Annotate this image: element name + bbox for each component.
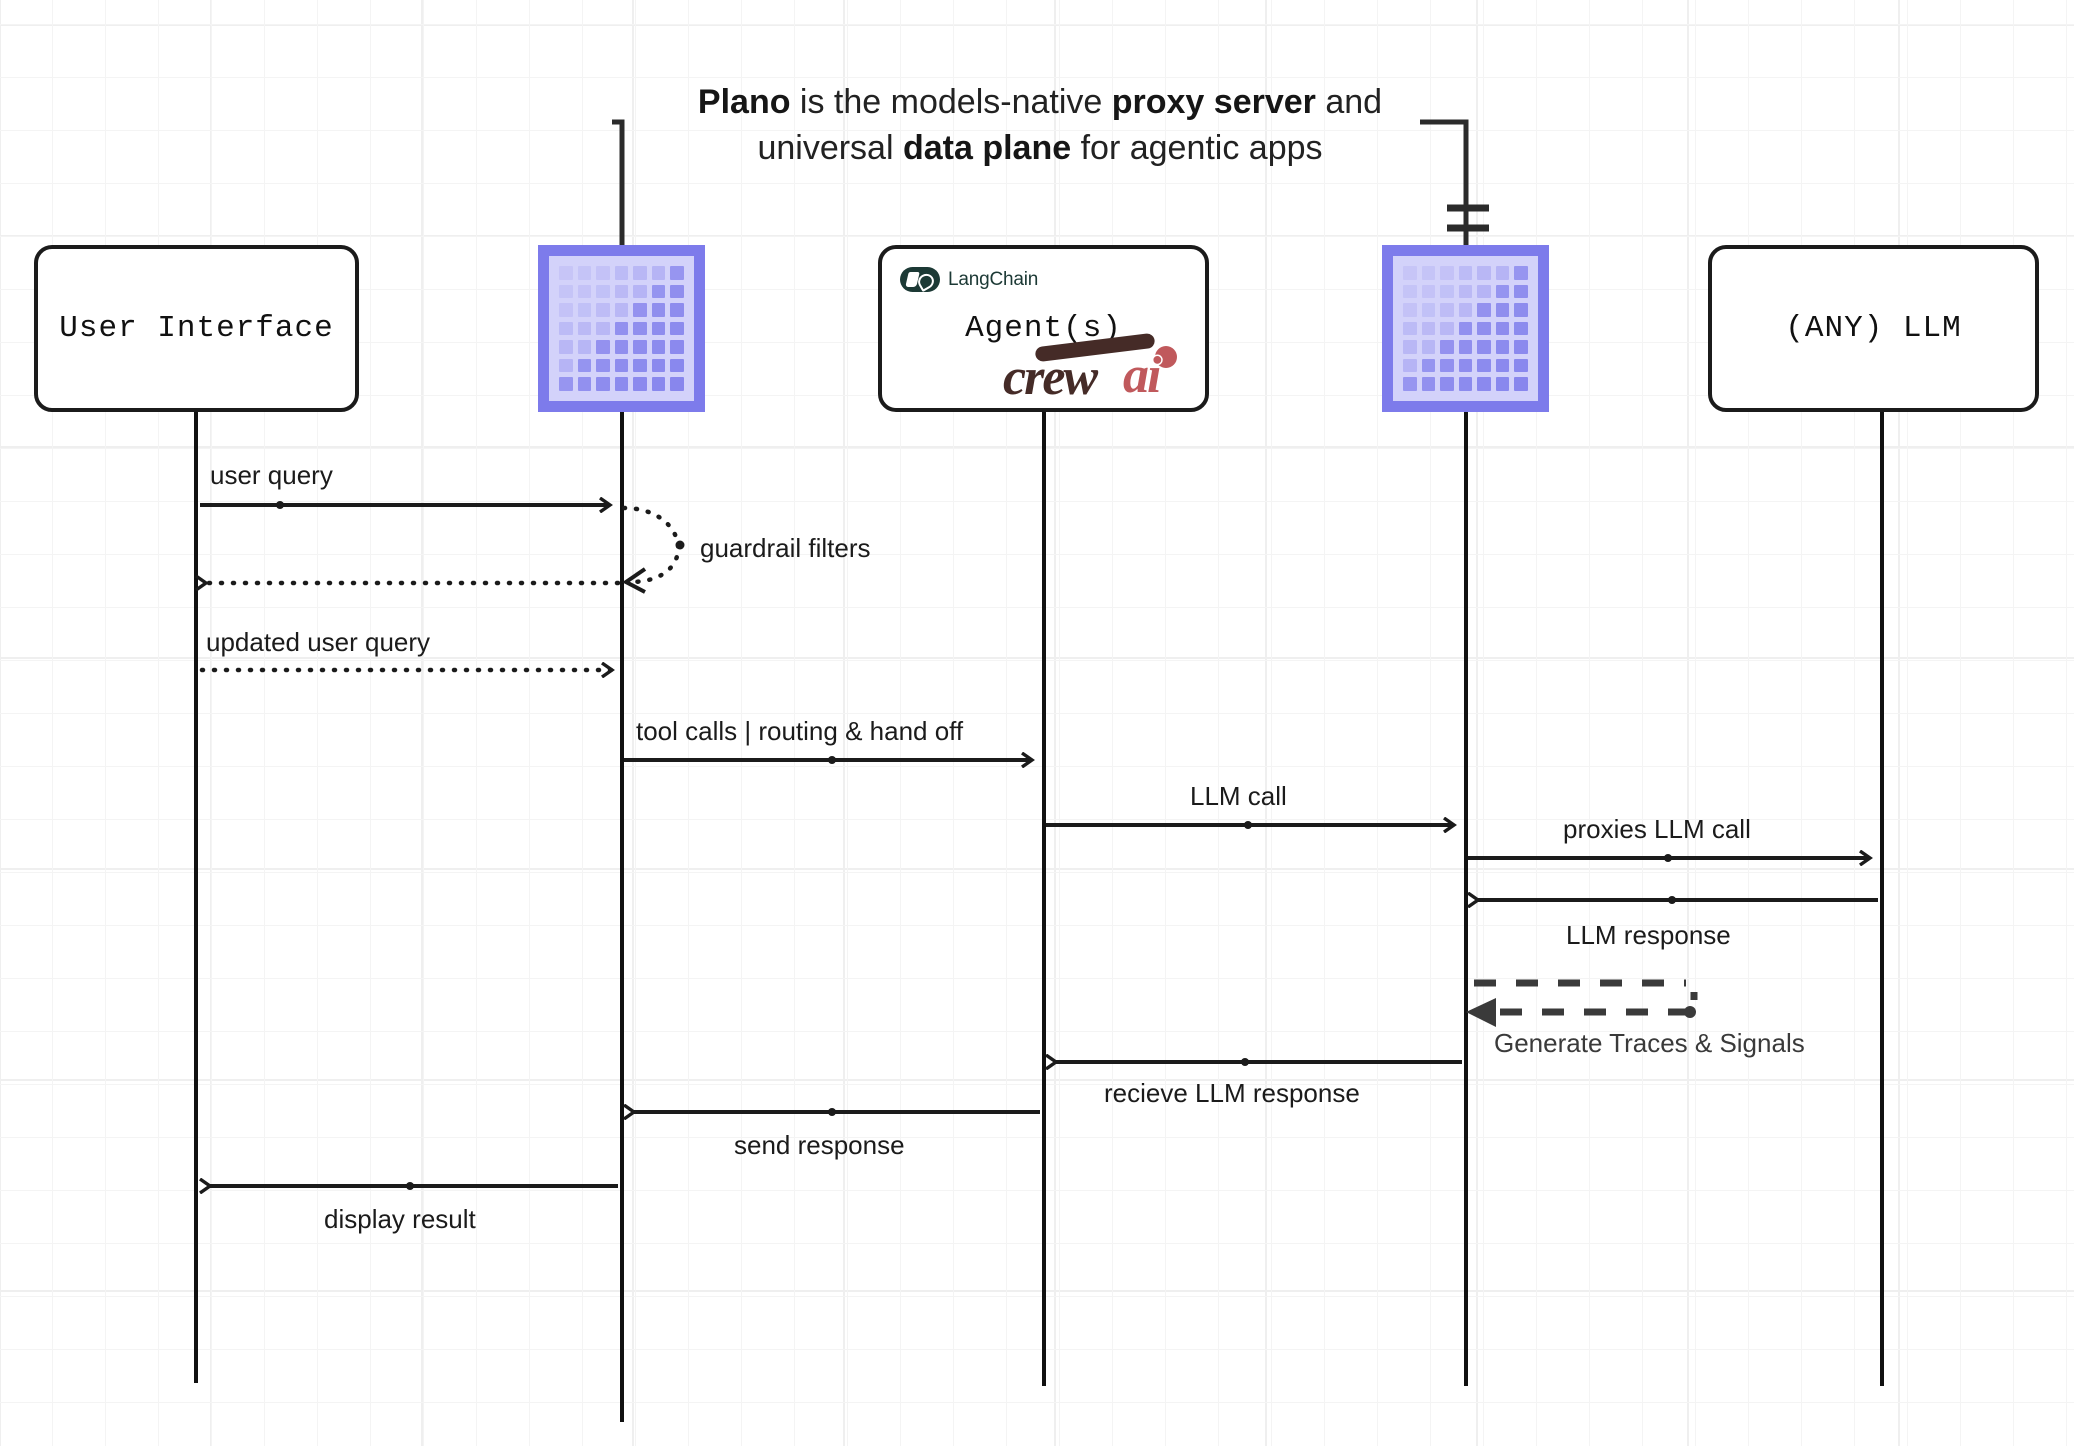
title-line-2-pre: universal <box>757 128 903 167</box>
langchain-parrot-icon <box>900 267 940 292</box>
message-arrow-guardrail-filters <box>621 505 681 585</box>
langchain-logo: LangChain <box>900 267 1038 292</box>
participant-agents[interactable]: Agent(s) LangChain crew ai <box>878 245 1209 412</box>
message-arrow-user-query <box>200 501 610 509</box>
message-label-user-query: user query <box>210 460 333 490</box>
message-arrow-send-response <box>634 1108 1040 1116</box>
message-label-generate-traces: Generate Traces & Signals <box>1494 1028 1805 1058</box>
message-label-updated-user-query: updated user query <box>206 627 431 657</box>
message-arrow-proxies-llm-call <box>1468 854 1870 862</box>
message-arrow-generate-traces <box>1474 979 1698 1016</box>
participant-label-llm: (ANY) LLM <box>1785 311 1962 346</box>
title-words-proxy-server: proxy server <box>1111 83 1316 121</box>
title-words-data-plane: data plane <box>902 128 1072 167</box>
guardrail-loop-dot <box>675 540 685 550</box>
title-line-2-post: for agentic apps <box>1071 128 1323 167</box>
message-label-llm-response: LLM response <box>1566 920 1731 950</box>
title-line-1: Plano is the models-native proxy server … <box>600 80 1480 126</box>
title-line-1-mid: is the models-native <box>790 83 1112 121</box>
title-line-2: universal data plane for agentic apps <box>600 126 1480 172</box>
message-arrow-recieve-llm-response <box>1056 1058 1462 1066</box>
crewai-logo: crew ai <box>993 326 1203 412</box>
generate-traces-dot <box>1684 1006 1696 1018</box>
participant-plano-egress[interactable] <box>1382 245 1549 412</box>
crewai-logo-text-ai: ai <box>1121 347 1163 404</box>
message-label-recieve-llm-response: recieve LLM response <box>1104 1078 1360 1108</box>
participant-label-user-interface: User Interface <box>59 311 334 346</box>
langchain-logo-text: LangChain <box>948 268 1039 290</box>
diagram-title: Plano is the models-native proxy server … <box>600 80 1480 172</box>
lifelines <box>194 412 1884 1422</box>
message-label-tool-calls: tool calls | routing & hand off <box>636 716 964 746</box>
message-label-llm-call: LLM call <box>1190 781 1287 811</box>
message-label-send-response: send response <box>734 1130 905 1160</box>
generate-traces-arrowhead <box>1466 998 1496 1027</box>
message-label-proxies-llm-call: proxies LLM call <box>1563 814 1751 844</box>
title-leader-left <box>612 119 625 245</box>
message-arrow-display-result <box>210 1182 618 1190</box>
title-word-plano: Plano <box>697 83 791 121</box>
participant-llm[interactable]: (ANY) LLM <box>1708 245 2039 412</box>
title-leader-right <box>1420 119 1489 245</box>
message-label-display-result: display result <box>324 1204 476 1234</box>
plano-pixel-grid-icon <box>549 256 694 401</box>
participant-plano-ingress[interactable] <box>538 245 705 412</box>
crewai-logo-text-crew: crew <box>1001 349 1099 406</box>
crewai-logo-dot <box>1155 346 1177 368</box>
plano-pixel-grid-icon-2 <box>1393 256 1538 401</box>
message-arrow-tool-calls <box>624 756 1032 764</box>
message-arrow-llm-call <box>1046 821 1454 829</box>
message-label-guardrail-filters: guardrail filters <box>700 533 871 563</box>
participant-user-interface[interactable]: User Interface <box>34 245 359 412</box>
message-arrow-llm-response <box>1478 896 1878 904</box>
guardrail-loop-arrowhead <box>622 567 647 594</box>
title-line-1-post: and <box>1315 83 1383 121</box>
